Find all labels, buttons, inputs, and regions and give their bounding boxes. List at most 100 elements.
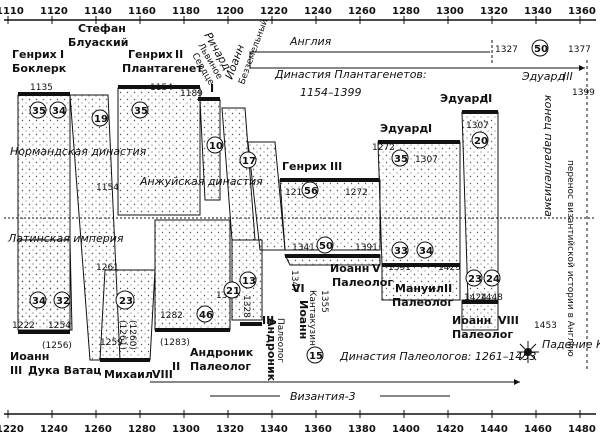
svg-text:1328: 1328: [241, 295, 251, 318]
top-axis-tick-label: 1140: [84, 6, 112, 17]
svg-text:Стефан: Стефан: [78, 22, 126, 35]
svg-text:Генрих: Генрих: [12, 48, 57, 61]
svg-text:Палеолог: Палеолог: [452, 328, 513, 341]
svg-text:34: 34: [32, 296, 46, 307]
svg-text:1272: 1272: [372, 143, 395, 153]
svg-text:1355: 1355: [319, 290, 329, 313]
svg-text:Иоанн: Иоанн: [297, 300, 310, 339]
svg-text:1425: 1425: [438, 263, 461, 273]
svg-text:1272: 1272: [345, 188, 368, 198]
top-axis-tick-label: 1280: [392, 6, 420, 17]
bottom-axis-tick-label: 1380: [348, 424, 376, 435]
svg-text:I: I: [428, 122, 432, 135]
bottom-axis-tick-label: 1440: [480, 424, 508, 435]
bottom-axis-tick-label: 1420: [436, 424, 464, 435]
end-year-1399: 1399: [572, 88, 595, 98]
svg-text:II: II: [172, 360, 180, 373]
top-axis-tick-label: 1110: [0, 6, 24, 17]
top-axis-tick-label: 1240: [304, 6, 332, 17]
svg-text:23: 23: [119, 296, 133, 307]
svg-text:13: 13: [242, 276, 256, 287]
svg-text:Плантагенет: Плантагенет: [122, 62, 203, 75]
svg-text:1377: 1377: [568, 45, 591, 55]
svg-text:Михаил: Михаил: [104, 368, 153, 381]
svg-text:II: II: [175, 48, 183, 61]
svg-text:1391: 1391: [355, 243, 378, 253]
svg-text:1307: 1307: [466, 121, 489, 131]
ruler-bars: [18, 85, 498, 362]
top-axis-tick-label: 1320: [480, 6, 508, 17]
bottom-axis-tick-label: 1260: [84, 424, 112, 435]
top-axis-tick-label: 1360: [568, 6, 596, 17]
svg-text:(1261): (1261): [117, 320, 127, 350]
svg-text:Латинская империя: Латинская империя: [7, 232, 124, 245]
svg-text:1341: 1341: [292, 243, 315, 253]
svg-text:Иоанн: Иоанн: [330, 262, 369, 275]
svg-text:Блуаский: Блуаский: [68, 36, 128, 49]
svg-text:Эдуард: Эдуард: [380, 122, 428, 135]
svg-text:50: 50: [319, 241, 333, 252]
svg-text:1282: 1282: [160, 311, 183, 321]
svg-text:33: 33: [394, 246, 408, 257]
svg-text:Кантакузин: Кантакузин: [307, 290, 317, 346]
end-of-parallelism: конец параллелизма: [542, 95, 555, 217]
svg-text:1424: 1424: [464, 293, 487, 303]
svg-text:VIII: VIII: [152, 368, 173, 381]
svg-text:III: III: [330, 160, 342, 173]
svg-text:10: 10: [209, 141, 223, 152]
plantagenet-dynasty: Династия Плантагенетов:: [274, 68, 427, 81]
bottom-axis-tick-label: 1280: [128, 424, 156, 435]
top-axis-tick-label: 1300: [436, 6, 464, 17]
svg-text:Иоанн: Иоанн: [452, 314, 491, 327]
bottom-axis-tick-label: 1340: [260, 424, 288, 435]
svg-text:35: 35: [394, 154, 408, 165]
svg-text:1189: 1189: [180, 89, 203, 99]
bottom-axis-tick-label: 1240: [40, 424, 68, 435]
svg-text:1307: 1307: [415, 155, 438, 165]
svg-text:1259: 1259: [100, 338, 123, 348]
svg-text:Палеолог: Палеолог: [190, 360, 251, 373]
svg-text:Эдуард: Эдуард: [521, 70, 565, 83]
svg-text:Иоанн: Иоанн: [10, 350, 49, 363]
top-axis-tick-label: 1260: [348, 6, 376, 17]
top-axis-tick-label: 1120: [40, 6, 68, 17]
svg-text:Генрих: Генрих: [282, 160, 327, 173]
svg-text:Палеолог: Палеолог: [392, 296, 453, 309]
top-axis-tick-label: 1200: [216, 6, 244, 17]
svg-text:Андроник: Андроник: [190, 346, 254, 359]
bottom-axis-tick-label: 1480: [568, 424, 596, 435]
svg-text:VIII: VIII: [498, 314, 519, 327]
svg-text:15: 15: [309, 351, 323, 362]
svg-text:46: 46: [199, 310, 213, 321]
svg-text:Мануил: Мануил: [395, 282, 444, 295]
bottom-axis: 1220124012601280130013201340136013801400…: [0, 410, 596, 435]
top-axis-tick-label: 1340: [524, 6, 552, 17]
top-axis-tick-label: 1160: [128, 6, 156, 17]
svg-text:III: III: [262, 314, 274, 327]
svg-text:24: 24: [486, 274, 500, 285]
ruler-edward-3: 1327 50 1377 Эдуард III: [491, 39, 591, 83]
svg-text:(1256): (1256): [42, 341, 72, 351]
english-blocks: [17, 87, 499, 361]
svg-text:56: 56: [304, 186, 318, 197]
byzantine-labels: Латинская империя 1261 34 32 1222 1254 (…: [7, 232, 519, 382]
svg-text:1254: 1254: [48, 321, 71, 331]
svg-text:Эдуард: Эдуард: [440, 92, 488, 105]
svg-text:Палеолог: Палеолог: [275, 318, 285, 363]
svg-text:1154: 1154: [96, 183, 119, 193]
svg-text:1327: 1327: [495, 45, 518, 55]
svg-text:Палеолог: Палеолог: [332, 276, 393, 289]
svg-text:III: III: [563, 70, 573, 83]
svg-text:V: V: [372, 262, 381, 275]
svg-text:Андроник: Андроник: [265, 318, 278, 382]
top-axis: 1110112011401160118012001220124012601280…: [0, 6, 596, 24]
byzantium-title: Византия-3: [290, 390, 356, 403]
svg-text:32: 32: [56, 296, 70, 307]
bottom-axis-tick-label: 1460: [524, 424, 552, 435]
svg-text:Нормандская династия: Нормандская династия: [10, 145, 147, 158]
top-axis-tick-label: 1220: [260, 6, 288, 17]
england-title: Англия: [289, 35, 332, 48]
svg-text:35: 35: [32, 106, 46, 117]
paleologus-dynasty: Династия Палеологов: 1261–1453: [339, 350, 536, 363]
svg-text:1135: 1135: [30, 83, 53, 93]
